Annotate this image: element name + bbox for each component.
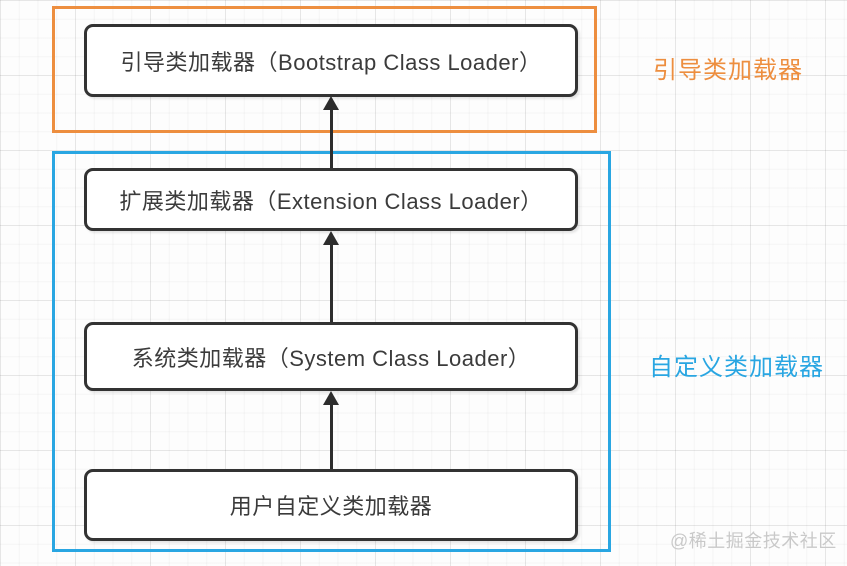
system-class-loader-label: 系统类加载器（System Class Loader） bbox=[131, 345, 531, 371]
extension-class-loader-label: 扩展类加载器（Extension Class Loader） bbox=[119, 188, 543, 214]
extension-class-loader-box: 扩展类加载器（Extension Class Loader） bbox=[84, 168, 578, 231]
bootstrap-class-loader-box: 引导类加载器（Bootstrap Class Loader） bbox=[84, 24, 578, 97]
arrow-system-to-extension-icon bbox=[323, 231, 339, 322]
custom-group-side-label: 自定义类加载器 bbox=[649, 354, 824, 381]
system-class-loader-box: 系统类加载器（System Class Loader） bbox=[84, 322, 578, 391]
arrow-shaft bbox=[329, 243, 333, 322]
arrow-head-icon bbox=[323, 391, 339, 405]
arrow-user-to-system-icon bbox=[323, 391, 339, 469]
bootstrap-group-side-label: 引导类加载器 bbox=[653, 57, 803, 84]
user-defined-class-loader-box: 用户自定义类加载器 bbox=[84, 469, 578, 541]
bootstrap-group-frame bbox=[52, 6, 597, 133]
arrow-shaft bbox=[329, 108, 333, 168]
juejin-watermark: @稀土掘金技术社区 bbox=[670, 531, 837, 551]
user-defined-class-loader-label: 用户自定义类加载器 bbox=[229, 494, 433, 519]
bootstrap-class-loader-label: 引导类加载器（Bootstrap Class Loader） bbox=[120, 49, 542, 75]
arrow-head-icon bbox=[323, 231, 339, 245]
arrow-shaft bbox=[329, 403, 333, 469]
arrow-head-icon bbox=[323, 96, 339, 110]
arrow-extension-to-bootstrap-icon bbox=[323, 96, 339, 168]
